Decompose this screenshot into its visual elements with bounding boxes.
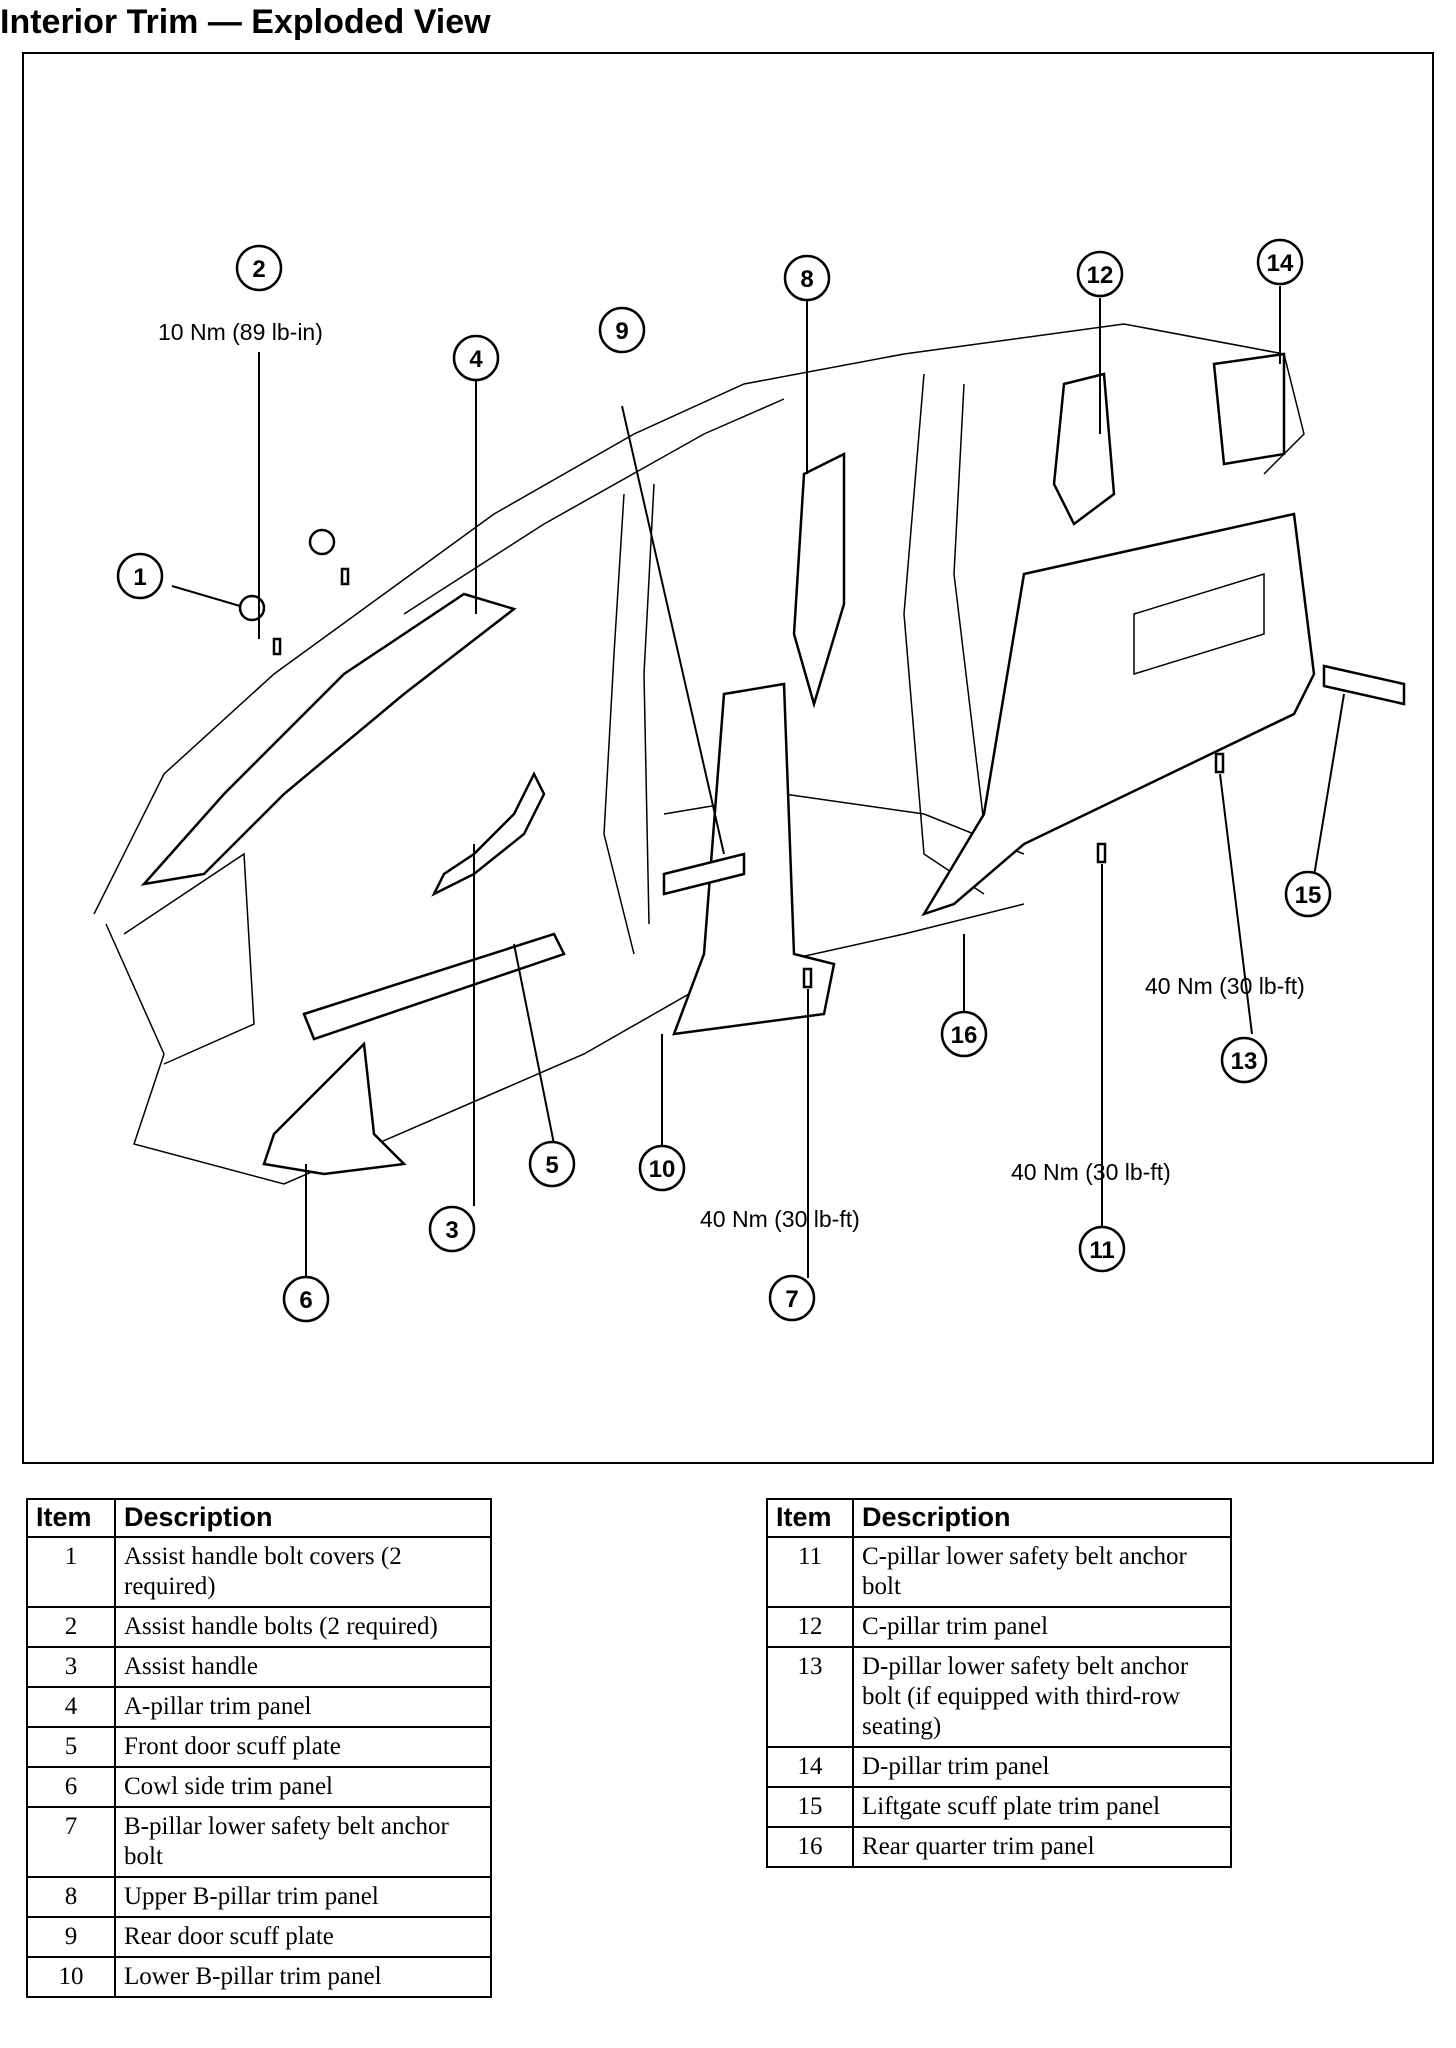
leader-lines	[171, 286, 1345, 1284]
item-header: Item	[26, 1498, 116, 1538]
description-header: Description	[852, 1498, 1232, 1538]
callout-11: 11	[1078, 1225, 1126, 1273]
torque-spec-item7: 40 Nm (30 lb-ft)	[700, 1206, 860, 1232]
svg-text:3: 3	[445, 1217, 458, 1244]
callout-2: 2	[235, 244, 283, 292]
callout-8: 8	[783, 254, 831, 302]
callout-6: 6	[282, 1275, 330, 1323]
rear-quarter-trim-panel	[921, 512, 1316, 917]
torque-spec-item11: 40 Nm (30 lb-ft)	[1011, 1159, 1171, 1185]
assist-handle	[431, 771, 546, 897]
bolt-shape	[272, 637, 282, 656]
item-header: Item	[766, 1498, 854, 1538]
callout-15: 15	[1284, 870, 1332, 918]
bolt-shape	[1214, 752, 1225, 774]
svg-text:1: 1	[133, 564, 146, 591]
a-pillar-trim-panel	[140, 592, 517, 886]
lower-b-pillar-trim-panel	[672, 682, 836, 1036]
callout-layer: 1 2 3 4 5 6 7 8 9 10 11 12 13 14 15 16 1…	[116, 238, 1332, 1323]
rear-quarter-speaker-grille	[1133, 572, 1265, 676]
page-title: Interior Trim — Exploded View	[0, 3, 491, 41]
callout-16: 16	[940, 1010, 988, 1058]
bolt-shape	[340, 567, 350, 586]
svg-text:12: 12	[1087, 262, 1114, 289]
description-header: Description	[114, 1498, 492, 1538]
body-structure	[93, 323, 1305, 1185]
svg-text:16: 16	[951, 1022, 978, 1049]
exploded-view-diagram: 1 2 3 4 5 6 7 8 9 10 11 12 13 14 15 16 1…	[22, 52, 1434, 1464]
cowl-side-trim-panel	[262, 1041, 407, 1176]
rear-door-scuff-plate	[662, 852, 746, 896]
svg-text:2: 2	[252, 256, 265, 283]
svg-text:13: 13	[1231, 1048, 1258, 1075]
svg-text:6: 6	[299, 1287, 312, 1314]
svg-text:8: 8	[800, 266, 813, 293]
bolt-cover-shape	[308, 528, 336, 556]
liftgate-scuff-plate-trim-panel	[1322, 664, 1406, 706]
svg-text:7: 7	[785, 1286, 798, 1313]
callout-4: 4	[452, 334, 500, 382]
callout-3: 3	[428, 1205, 476, 1253]
upper-b-pillar-trim-panel	[792, 451, 846, 709]
bolt-shape	[802, 967, 813, 989]
svg-text:9: 9	[615, 318, 628, 345]
callout-7: 7	[768, 1274, 816, 1322]
callout-14: 14	[1256, 238, 1304, 286]
svg-text:14: 14	[1267, 250, 1294, 277]
svg-text:5: 5	[545, 1152, 558, 1179]
svg-text:10: 10	[649, 1156, 676, 1183]
svg-text:15: 15	[1295, 882, 1322, 909]
svg-text:4: 4	[469, 346, 483, 373]
torque-spec-item13: 40 Nm (30 lb-ft)	[1145, 973, 1305, 999]
callout-10: 10	[638, 1144, 686, 1192]
callout-1: 1	[116, 552, 164, 600]
diagram-drawing	[93, 286, 1406, 1284]
torque-spec-item2: 10 Nm (89 lb-in)	[158, 319, 323, 345]
callout-9: 9	[598, 306, 646, 354]
d-pillar-trim-panel	[1212, 352, 1286, 466]
callout-12: 12	[1076, 250, 1124, 298]
callout-5: 5	[528, 1140, 576, 1188]
front-door-scuff-plate	[302, 932, 566, 1041]
svg-text:11: 11	[1089, 1237, 1114, 1264]
callout-13: 13	[1220, 1036, 1268, 1084]
bolt-shape	[1096, 842, 1107, 864]
